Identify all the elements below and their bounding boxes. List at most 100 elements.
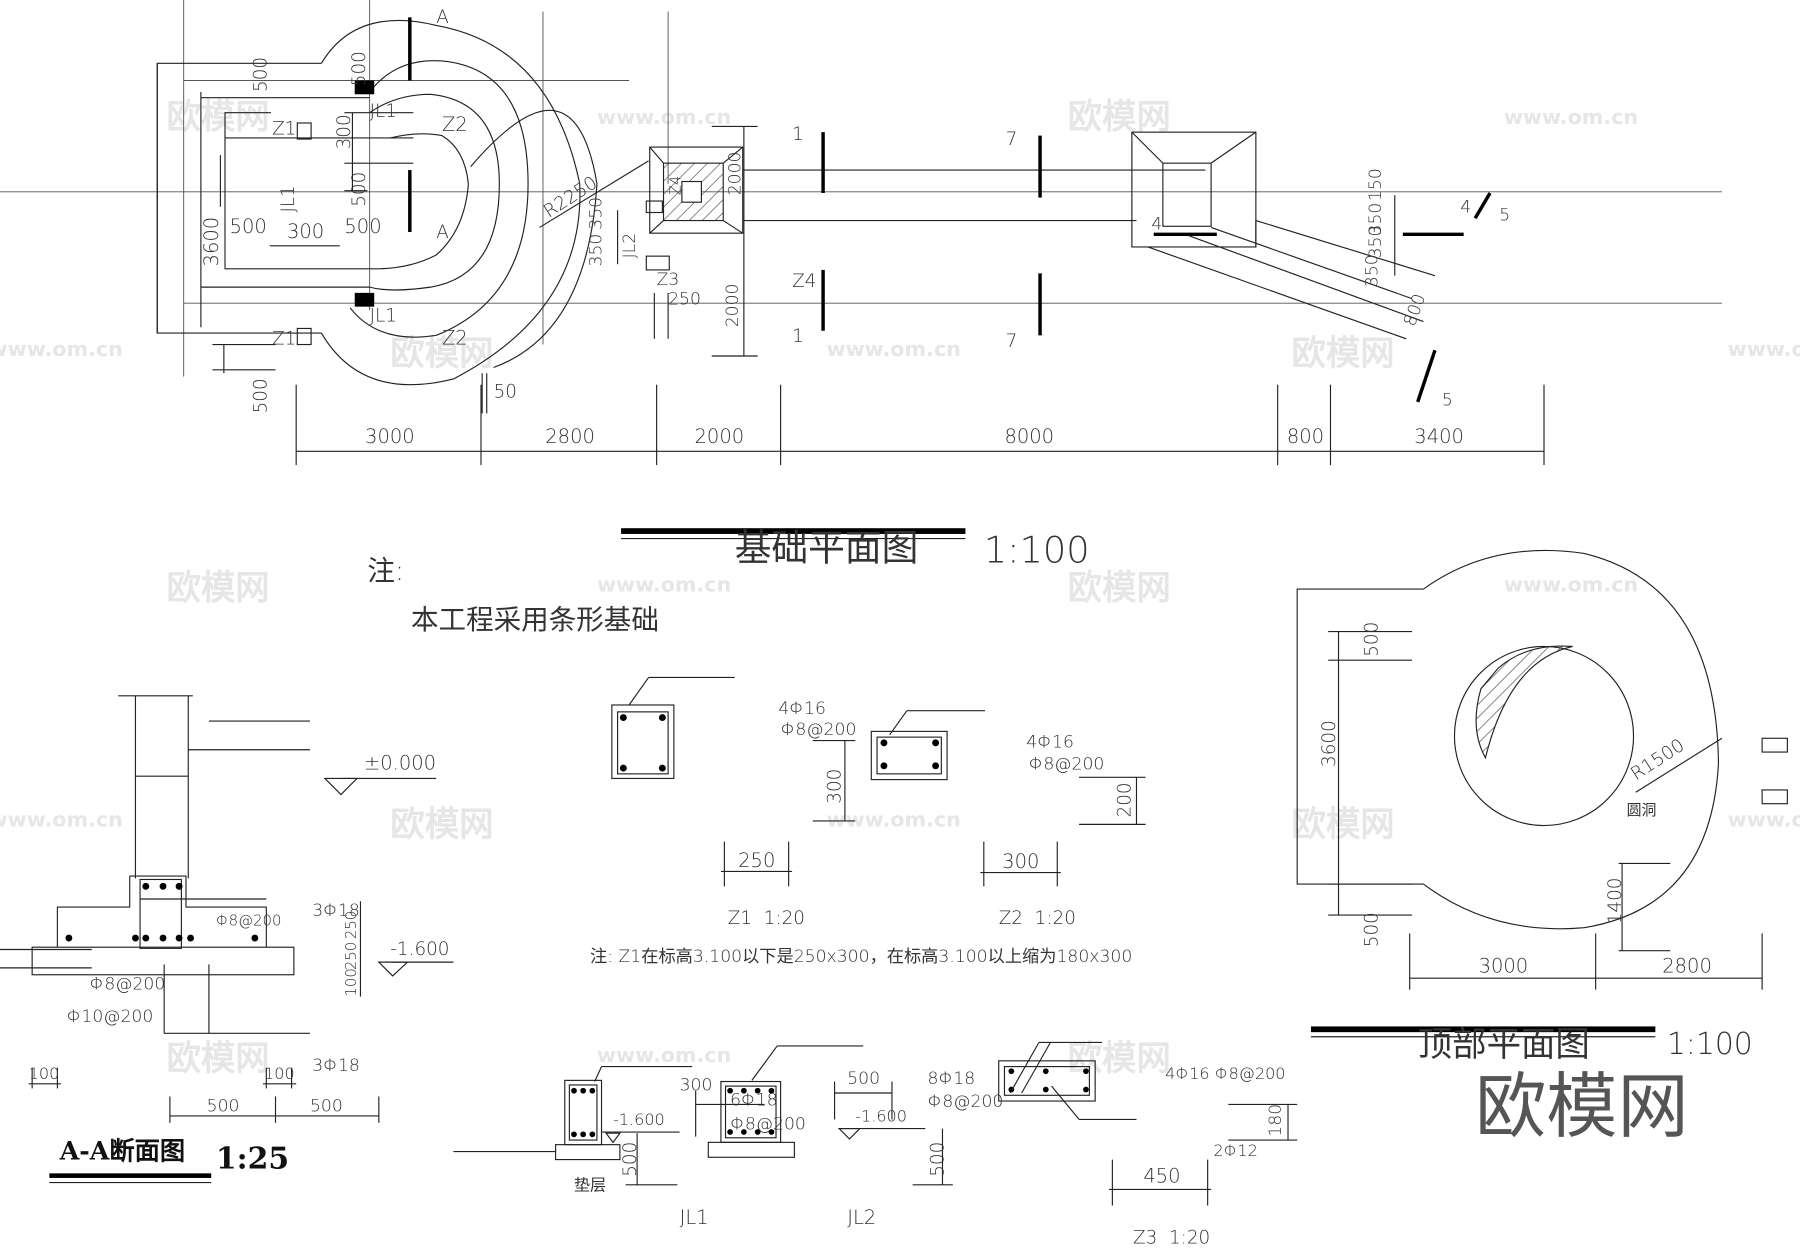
section-label: 7	[1006, 331, 1018, 352]
watermark-url: www.om.cn	[1504, 105, 1638, 129]
column-label: Z2	[442, 113, 468, 136]
plan-title: 基础平面图	[735, 526, 919, 569]
dimension: 3400	[1414, 425, 1464, 448]
dimension: 200	[1115, 782, 1136, 817]
elevation-label: ±0.000	[364, 751, 436, 774]
rebar-label: Φ8@200	[1029, 754, 1105, 774]
elevation-label: -1.600	[613, 1110, 665, 1129]
note-text: 本工程采用条形基础	[411, 604, 659, 636]
rebar-label: 3Φ18	[312, 901, 360, 921]
rebar-label: 4Φ16	[778, 699, 826, 719]
dimension: 3000	[365, 425, 415, 448]
rebar-label: Φ8@200	[90, 975, 166, 995]
dimension: 500	[928, 1142, 949, 1177]
watermark-url: www.om.cn	[597, 105, 731, 129]
column-label: Z1	[272, 118, 296, 139]
column-block-icon	[354, 292, 375, 307]
detail-title: Z1 1:20	[728, 908, 805, 929]
section-label: 7	[1006, 129, 1018, 150]
section-scale: 1:25	[216, 1142, 289, 1177]
rebar-label: Φ8@200	[928, 1092, 1004, 1112]
dimension: 300	[824, 769, 845, 804]
column-label: Z4	[667, 176, 685, 196]
dimension: 300	[680, 1076, 713, 1096]
watermark-logo: 欧模网	[1068, 568, 1171, 608]
section-title: A-A断面图	[59, 1136, 185, 1166]
watermarks: 欧模网 www.om.cn 欧模网 www.om.cn www.om.cn 欧模…	[0, 98, 1800, 1079]
watermark-logo: 欧模网	[390, 334, 493, 374]
rebar-label: 6Φ18	[730, 1091, 778, 1111]
column-z1-detail: 4Φ16 Φ8@200 300 250 Z1 1:20	[611, 676, 857, 929]
dimension: 250	[342, 942, 360, 970]
detail-title: JL2	[847, 1206, 876, 1229]
section-label: 1	[792, 124, 804, 145]
dimension: 500	[1362, 622, 1383, 657]
foundation-plan: A A JL1 Z2 Z1 JL1 Z2 Z1 JL1 500 500 300 …	[0, 0, 1722, 572]
note-heading: 注:	[367, 555, 404, 587]
section-label: 4	[1151, 215, 1162, 235]
dimension: 350	[1366, 226, 1386, 259]
rebar-label: 8Φ18	[928, 1069, 976, 1089]
dimension: 500	[1362, 912, 1383, 947]
dimension: 350	[587, 234, 607, 267]
detail-title: Z3 1:20	[1133, 1227, 1210, 1248]
dimension: 350	[587, 197, 607, 230]
column-z2-detail: 4Φ16 Φ8@200 200 300 Z2 1:20	[870, 710, 1146, 929]
rebar-label: Φ10@200	[67, 1007, 154, 1027]
dimension: 500	[349, 51, 370, 86]
dimension: 50	[494, 381, 517, 402]
column-block-icon	[354, 80, 375, 95]
rebar-label: 3Φ18	[312, 1056, 360, 1076]
section-label: 5	[1442, 390, 1453, 410]
beam-label: JL1	[370, 101, 397, 122]
dimension: 100	[29, 1064, 60, 1083]
dimension: 2800	[1662, 954, 1712, 977]
radius-label: R1500	[1627, 735, 1688, 785]
dimension: 1400	[1605, 878, 1626, 925]
column-label: Z1	[272, 329, 296, 350]
rebar-label: 4Φ16 Φ8@200	[1165, 1064, 1285, 1083]
rebar-label: Φ8@200	[216, 911, 282, 929]
dimension: 150	[1366, 168, 1386, 201]
watermark-url: www.om.cn	[597, 572, 731, 596]
dimension: 500	[310, 1096, 343, 1116]
beam-label: JL1	[370, 306, 397, 327]
dimension: 3000	[1479, 954, 1529, 977]
dimension: 2000	[695, 425, 745, 448]
dimension: 500	[847, 1069, 880, 1089]
beam-jl1-detail: -1.600 300 500 垫层 JL1	[453, 1066, 765, 1229]
rebar-label: 2Φ12	[1213, 1141, 1257, 1160]
dimension: 2000	[725, 152, 745, 196]
watermark-url: www.om.cn	[1504, 572, 1638, 596]
dimension: 350	[1366, 203, 1386, 236]
dimension: 300	[334, 114, 355, 149]
beam-jl2-detail: 6Φ18 Φ8@200 500 -1.600 500 JL2	[707, 1045, 953, 1229]
plan-scale: 1:100	[1667, 1027, 1753, 1062]
section-label: 5	[1499, 206, 1510, 226]
watermark-logo: 欧模网	[1291, 805, 1394, 845]
column-label: Z4	[792, 271, 816, 292]
dimension: 250	[738, 849, 775, 872]
dimension: 500	[620, 1142, 641, 1177]
dimension: 350	[1363, 254, 1383, 287]
dimension: 250	[342, 911, 360, 939]
rebar-label: 4Φ16	[1026, 732, 1074, 752]
watermark-url: www.om.cn	[1728, 337, 1800, 361]
section-aa: ±0.000 -1.600 3Φ18 Φ8@200 Φ8@200 Φ10@200…	[0, 695, 454, 1184]
rebar-label: Φ8@200	[781, 720, 857, 740]
watermark-big-logo: 欧模网	[1475, 1065, 1688, 1148]
section-label: A	[436, 222, 449, 243]
dimension: 500	[349, 172, 370, 207]
beam-label: JL2	[620, 233, 640, 259]
dimension: 500	[344, 215, 381, 238]
dimension: 500	[207, 1096, 240, 1116]
plan-title: 顶部平面图	[1418, 1025, 1590, 1065]
watermark-url: www.om.cn	[1728, 808, 1800, 832]
dimension: 250	[668, 289, 701, 309]
watermark-url: www.om.cn	[597, 1043, 731, 1067]
dimension: 3600	[1319, 720, 1340, 767]
dimension: 500	[250, 57, 271, 92]
watermark-logo: 欧模网	[166, 568, 269, 608]
column-label: Z3	[657, 270, 680, 290]
